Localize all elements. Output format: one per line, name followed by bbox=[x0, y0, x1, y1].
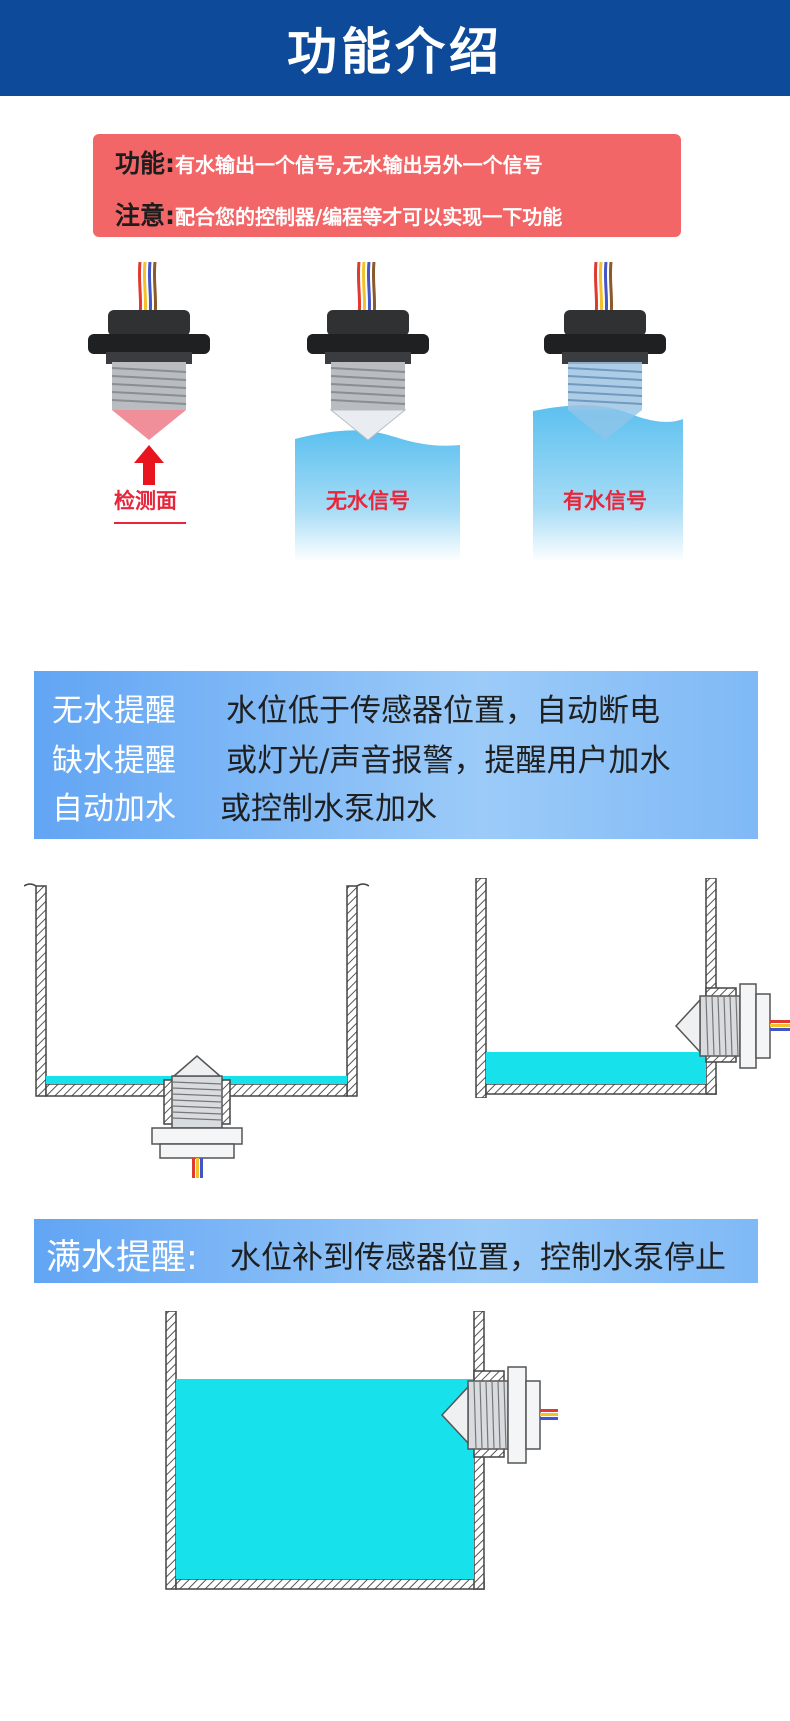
sensor-detect-face bbox=[88, 261, 213, 446]
note-text: 配合您的控制器/编程等才可以实现一下功能 bbox=[175, 205, 563, 229]
side-mount-low-diagram bbox=[472, 878, 790, 1098]
full-water-label: 满水提醒: bbox=[46, 1238, 198, 1278]
auto-refill-label: 自动加水 bbox=[52, 791, 176, 827]
full-water-text: 水位补到传感器位置，控制水泵停止 bbox=[230, 1240, 726, 1276]
low-water-reminder-text: 或灯光/声音报警，提醒用户加水 bbox=[226, 743, 671, 779]
up-arrow-icon bbox=[134, 445, 164, 489]
full-water-banner: 满水提醒: 水位补到传感器位置，控制水泵停止 bbox=[34, 1219, 758, 1283]
reminder-banner: 无水提醒 水位低于传感器位置，自动断电 缺水提醒 或灯光/声音报警，提醒用户加水… bbox=[34, 671, 758, 839]
has-water-panel bbox=[533, 403, 683, 562]
function-text: 有水输出一个信号,无水输出另外一个信号 bbox=[175, 153, 543, 177]
full-water-diagram bbox=[160, 1311, 560, 1591]
sensor-illustrations: 检测面 无水信号 bbox=[0, 261, 790, 582]
has-water-label: 有水信号 bbox=[563, 489, 647, 513]
no-water-panel bbox=[295, 427, 460, 562]
no-water-reminder-text: 水位低于传感器位置，自动断电 bbox=[226, 693, 660, 729]
note-label: 注意: bbox=[115, 201, 175, 230]
detect-face-underline bbox=[114, 522, 186, 524]
page-title: 功能介绍 bbox=[287, 23, 503, 81]
sensor-has-water bbox=[544, 261, 669, 446]
low-water-reminder-label: 缺水提醒 bbox=[52, 743, 176, 779]
note-row: 注意:配合您的控制器/编程等才可以实现一下功能 bbox=[115, 196, 562, 232]
page-header: 功能介绍 bbox=[0, 0, 790, 96]
function-row: 功能:有水输出一个信号,无水输出另外一个信号 bbox=[115, 144, 543, 180]
sensor-no-water bbox=[307, 261, 432, 446]
function-label: 功能: bbox=[115, 149, 175, 178]
no-water-reminder-label: 无水提醒 bbox=[52, 693, 176, 729]
detect-face-label: 检测面 bbox=[114, 489, 177, 513]
notice-box: 功能:有水输出一个信号,无水输出另外一个信号 注意:配合您的控制器/编程等才可以… bbox=[93, 134, 681, 237]
no-water-label: 无水信号 bbox=[326, 489, 410, 513]
auto-refill-text: 或控制水泵加水 bbox=[220, 791, 437, 827]
bottom-mount-diagram bbox=[24, 880, 369, 1180]
